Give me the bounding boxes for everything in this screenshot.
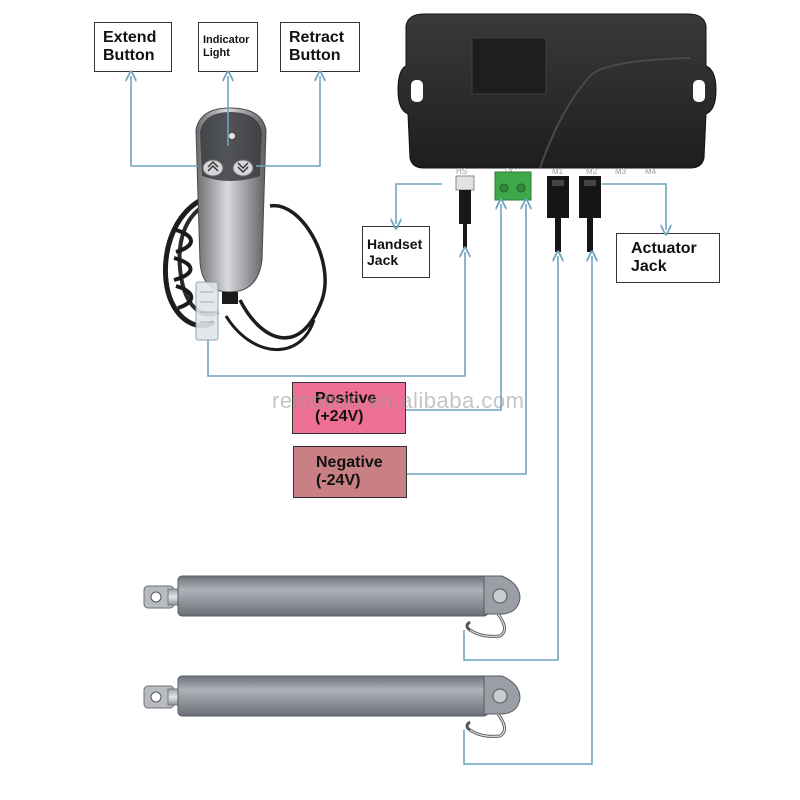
positive-terminal-label: Positive(+24V) bbox=[292, 382, 406, 434]
negative-wire-line bbox=[407, 204, 526, 475]
indicator-light bbox=[229, 133, 235, 139]
port-label-m1: M1 bbox=[552, 167, 564, 176]
connector-lines bbox=[131, 76, 666, 765]
actuator-jack-pointer-line bbox=[602, 183, 666, 230]
rj-connector bbox=[195, 281, 219, 341]
extend-pointer-line bbox=[131, 76, 198, 167]
port-label-m4: M4 bbox=[645, 167, 657, 176]
port-label-m2: M2 bbox=[586, 167, 598, 176]
actuator-2-cable-line bbox=[463, 256, 592, 765]
negative-terminal-label: Negative(-24V) bbox=[293, 446, 407, 498]
handset-jack-pointer-line bbox=[396, 183, 442, 224]
port-label-m3: M3 bbox=[615, 167, 627, 176]
linear-actuator-2 bbox=[143, 675, 521, 738]
retract-button[interactable] bbox=[232, 159, 254, 177]
port-label-hs: HS bbox=[456, 167, 467, 176]
linear-actuator-1 bbox=[143, 575, 521, 638]
control-box: HS DC M1 M2 M3 M4 bbox=[397, 13, 717, 176]
retract-pointer-line bbox=[256, 76, 320, 167]
handset-cable-line bbox=[207, 252, 465, 377]
actuator-plug-1 bbox=[547, 176, 569, 252]
watermark: remotion.en.alibaba.com bbox=[272, 388, 525, 413]
actuator-plug-2 bbox=[579, 176, 601, 252]
handset-plug bbox=[455, 175, 475, 248]
handset-remote bbox=[163, 107, 327, 351]
extend-button[interactable] bbox=[202, 159, 224, 177]
actuator-1-cable-line bbox=[463, 256, 558, 661]
positive-wire-line bbox=[406, 204, 501, 411]
dc-terminal-block bbox=[494, 171, 532, 201]
